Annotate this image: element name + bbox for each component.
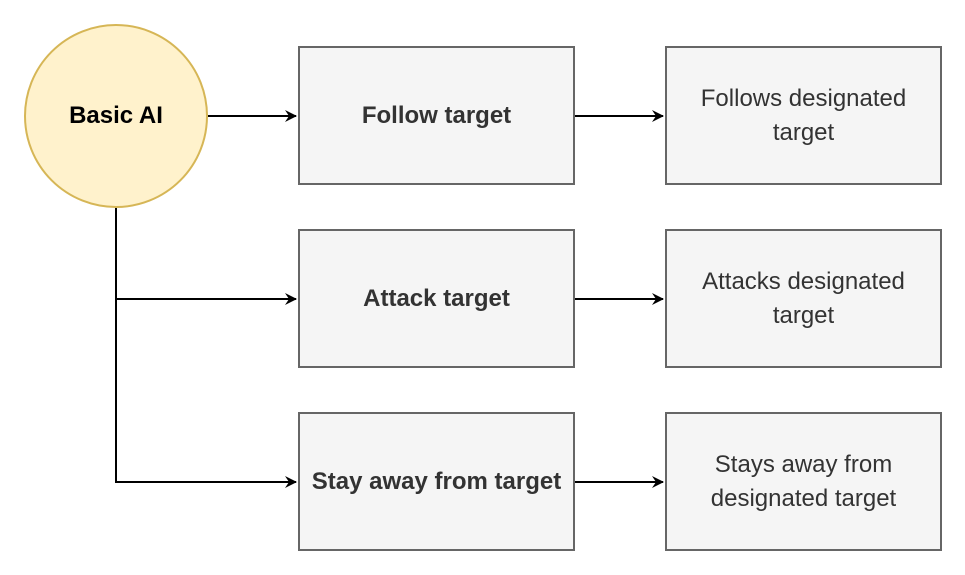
- root-node-label: Basic AI: [69, 102, 163, 129]
- description-node-follows: Follows designated target: [665, 46, 942, 185]
- root-node-basic-ai: Basic AI: [24, 24, 208, 208]
- description-node-stays-away: Stays away from designated target: [665, 412, 942, 551]
- action-node-label: Attack target: [363, 284, 510, 312]
- description-node-label: Attacks designated target: [702, 267, 905, 329]
- description-node-attacks: Attacks designated target: [665, 229, 942, 368]
- action-node-label: Follow target: [361, 101, 512, 129]
- action-node-stay-away-from-target: Stay away from target: [298, 412, 575, 551]
- edge-root-to-stay-away: [115, 208, 297, 488]
- description-node-label: Stays away from designated target: [710, 450, 897, 512]
- edge-root-to-attack: [115, 208, 297, 305]
- action-node-follow-target: Follow target: [298, 46, 575, 185]
- action-node-attack-target: Attack target: [298, 229, 575, 368]
- description-node-label: Follows designated target: [700, 84, 907, 146]
- action-node-label: Stay away from target: [311, 467, 562, 495]
